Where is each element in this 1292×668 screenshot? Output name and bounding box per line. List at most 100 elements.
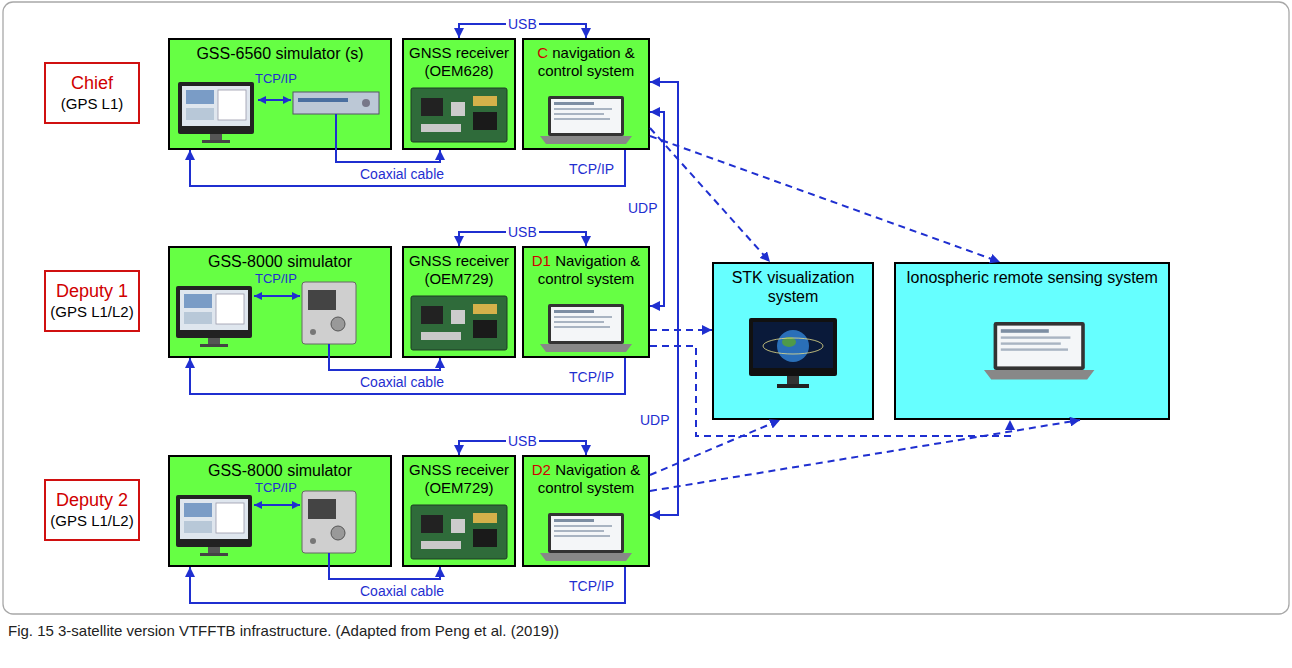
- data-flow-arrow: [650, 420, 780, 475]
- link-label: TCP/IP: [255, 481, 297, 495]
- data-flow-arrow: [650, 346, 1010, 436]
- receiver-board: [411, 88, 507, 142]
- monitor-screen: [753, 322, 833, 368]
- rf-unit-knob: [362, 99, 370, 107]
- connection-label: Coaxial cable: [360, 374, 444, 390]
- link-label: TCP/IP: [255, 272, 297, 286]
- link-connector: [190, 358, 625, 394]
- monitor-symbol: [176, 495, 252, 556]
- deputy1-equipment: [176, 282, 632, 358]
- tcp-link: [258, 99, 291, 101]
- satellite-id: D2: [532, 461, 551, 478]
- rf-unit-knob: [331, 317, 345, 331]
- deputy2-equipment: [176, 491, 632, 567]
- edge-label: USB: [506, 224, 539, 240]
- coax-wire: [328, 344, 330, 358]
- monitor-stand: [787, 376, 799, 384]
- edge-label: USB: [506, 433, 539, 449]
- data-flow-arrow: [650, 128, 770, 262]
- satellite-tag: Deputy 2(GPS L1/L2): [44, 479, 140, 541]
- satellite-name: Deputy 1: [56, 281, 128, 303]
- edge-label: TCP/IP: [567, 369, 616, 385]
- connection-label: USB: [508, 16, 537, 32]
- monitor-symbol: [178, 82, 254, 143]
- laptop-symbol: [540, 96, 632, 144]
- title-line: D1Navigation & control system: [528, 252, 644, 288]
- edge-label: Coaxial cable: [358, 374, 446, 390]
- monitor-symbol: [176, 286, 252, 347]
- connection-label: UDP: [640, 412, 670, 428]
- satellite-tag: Deputy 1(GPS L1/L2): [44, 270, 140, 332]
- rf-unit-port: [310, 538, 316, 544]
- satellite-tag: Chief(GPS L1): [44, 62, 140, 124]
- earth-globe: [777, 330, 809, 362]
- satellite-id: C: [537, 44, 548, 61]
- edge-label: UDP: [638, 412, 672, 428]
- title-line: D2Navigation & control system: [528, 461, 644, 497]
- link-connector: [329, 567, 440, 579]
- edge-label: Coaxial cable: [358, 583, 446, 599]
- connection-label: Coaxial cable: [360, 583, 444, 599]
- rf-unit-screen: [308, 499, 336, 519]
- link-connector: [329, 358, 440, 370]
- signal-band: (GPS L1/L2): [50, 303, 133, 321]
- connection-label: UDP: [628, 200, 658, 216]
- box-title: STK visualization system: [718, 268, 868, 306]
- connection-label: Coaxial cable: [360, 166, 444, 182]
- rf-unit-port: [310, 329, 316, 335]
- protocol-label: TCP/IP: [255, 71, 297, 86]
- edge-label: Coaxial cable: [358, 166, 446, 182]
- link-connector: [190, 150, 625, 186]
- edge-label: TCP/IP: [567, 578, 616, 594]
- satellite-id: D1: [532, 252, 551, 269]
- satellite-name: Deputy 2: [56, 490, 128, 512]
- edge-label: TCP/IP: [567, 161, 616, 177]
- rf-unit-stripe: [298, 98, 348, 102]
- figure-caption-box: Fig. 15 3-satellite version VTFFTB infra…: [8, 622, 1278, 640]
- box-title: GSS-6560 simulator (s): [174, 44, 386, 63]
- box-title: Navigation & control system: [538, 252, 641, 287]
- link-connector: [190, 567, 625, 603]
- rf-unit: [293, 92, 379, 114]
- data-flow-arrow: [650, 329, 712, 331]
- frame-outline: [3, 2, 1289, 614]
- laptop-symbol: [540, 304, 632, 352]
- link-connector: [650, 82, 678, 515]
- tcp-link: [254, 504, 300, 506]
- data-flow-arrow: [650, 136, 1000, 262]
- connection-label: TCP/IP: [569, 161, 614, 177]
- coax-wire: [328, 553, 330, 567]
- edge-label: UDP: [626, 200, 660, 216]
- rf-unit: [302, 282, 356, 344]
- protocol-label: TCP/IP: [255, 271, 297, 286]
- box-title: navigation & control system: [538, 44, 635, 79]
- title-line: Cnavigation & control system: [528, 44, 644, 80]
- box-title: Navigation & control system: [538, 461, 641, 496]
- edge-label: USB: [506, 16, 539, 32]
- laptop-symbol: [540, 513, 632, 561]
- data-flow-arrow: [650, 420, 1080, 491]
- satellite-name: Chief: [71, 73, 113, 95]
- connection-label: TCP/IP: [569, 369, 614, 385]
- box-title: Ionospheric remote sensing system: [900, 268, 1164, 287]
- box-title: GNSS receiver (OEM729): [408, 252, 510, 288]
- stk-monitor: [749, 318, 837, 388]
- receiver-board: [411, 296, 507, 350]
- box-title: GNSS receiver (OEM729): [408, 461, 510, 497]
- coax-wire: [335, 114, 337, 150]
- tcp-link: [254, 295, 300, 297]
- box-title: GSS-8000 simulator: [174, 461, 386, 480]
- receiver-board: [411, 505, 507, 559]
- orbit-line: [763, 338, 823, 354]
- signal-band: (GPS L1): [61, 95, 124, 113]
- protocol-label: TCP/IP: [255, 480, 297, 495]
- signal-band: (GPS L1/L2): [50, 512, 133, 530]
- connection-label: USB: [508, 224, 537, 240]
- rf-unit-screen: [308, 290, 336, 310]
- box-title: GSS-8000 simulator: [174, 252, 386, 271]
- laptop-symbol: [984, 322, 1094, 380]
- rf-unit: [302, 491, 356, 553]
